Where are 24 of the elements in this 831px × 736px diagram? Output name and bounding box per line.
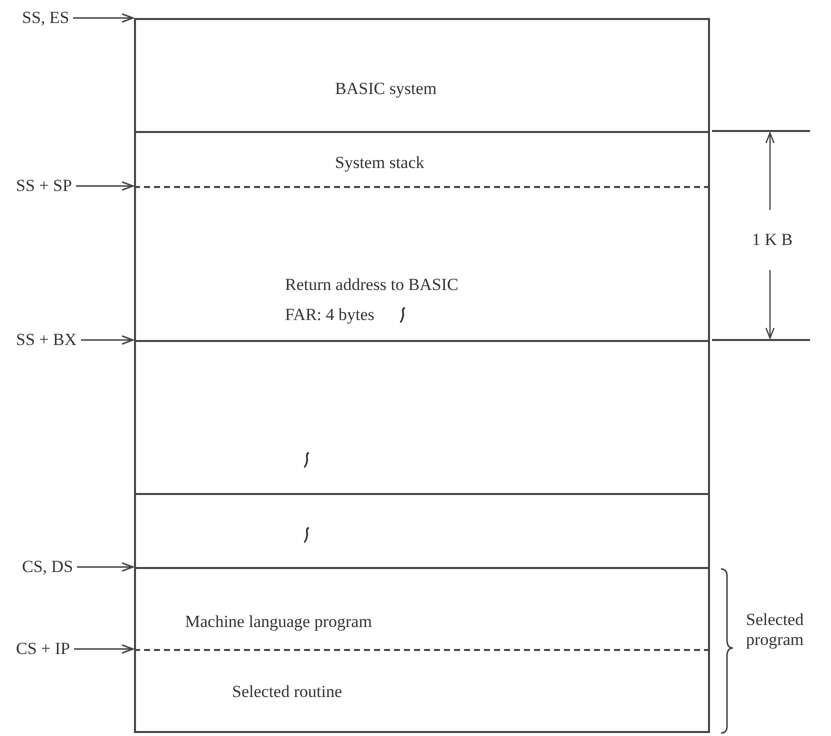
region-text: Machine language program bbox=[185, 612, 372, 632]
region-text: Selected routine bbox=[232, 682, 342, 702]
arrow bbox=[76, 181, 134, 191]
arrow bbox=[74, 644, 134, 654]
memory-region bbox=[134, 18, 710, 131]
region-text: Return address to BASIC bbox=[285, 275, 458, 295]
memory-region bbox=[134, 493, 710, 567]
memory-region bbox=[134, 340, 710, 493]
brace-label: Selected program bbox=[746, 610, 805, 650]
address-label: CS + IP bbox=[16, 639, 70, 659]
memory-region bbox=[134, 649, 710, 733]
address-label: SS, ES bbox=[22, 8, 70, 28]
memory-region bbox=[134, 131, 710, 186]
address-label: CS, DS bbox=[22, 557, 74, 577]
region-text: BASIC system bbox=[335, 79, 437, 99]
memory-region bbox=[134, 567, 710, 649]
arrow bbox=[81, 335, 134, 345]
address-label: SS + BX bbox=[16, 330, 77, 350]
region-text: FAR: 4 bytes bbox=[285, 305, 374, 325]
region-text: System stack bbox=[335, 153, 424, 173]
arrow bbox=[77, 562, 134, 572]
memory-region bbox=[134, 186, 710, 340]
address-label: SS + SP bbox=[16, 176, 72, 196]
arrow bbox=[73, 13, 134, 23]
